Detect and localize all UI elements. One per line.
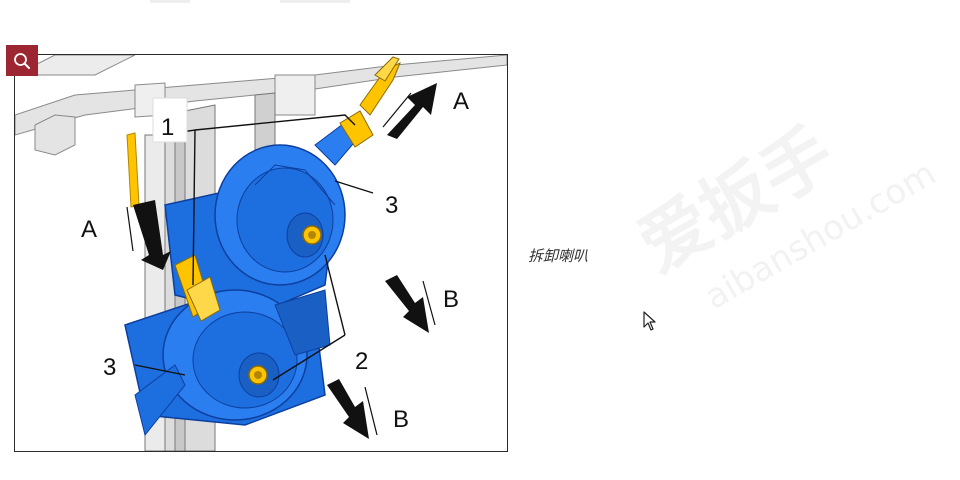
zoom-button[interactable] xyxy=(6,45,38,76)
callout-3-upper: 3 xyxy=(385,192,398,219)
arrow-b-upper xyxy=(385,275,436,333)
watermark-main: 爱扳手 xyxy=(625,112,848,288)
watermark-sub: aibanshou.com xyxy=(698,153,943,310)
lower-horn xyxy=(124,254,331,437)
label-a-upper: A xyxy=(453,88,469,115)
arrow-cursor-icon xyxy=(643,311,657,336)
figure-caption: 拆卸喇叭 xyxy=(528,247,589,265)
label-b-lower: B xyxy=(393,406,409,433)
callout-1: 1 xyxy=(161,114,174,141)
label-a-left: A xyxy=(81,216,97,243)
left-yellow-pipe xyxy=(126,132,140,208)
arrow-b-lower xyxy=(327,379,378,439)
callout-1-box xyxy=(152,97,188,143)
top-ghost-2 xyxy=(280,0,350,3)
horn-removal-illustration: 1 3 2 3 A A B B xyxy=(14,54,508,452)
arrow-a-upper xyxy=(382,83,437,139)
callout-3-lower: 3 xyxy=(103,354,116,381)
label-b-upper: B xyxy=(443,286,459,313)
callout-2: 2 xyxy=(355,348,368,375)
magnifier-icon xyxy=(14,52,30,69)
watermark: 爱扳手 aibanshou.com xyxy=(600,60,960,318)
top-ghost-1 xyxy=(150,0,190,3)
arrow-a-left xyxy=(126,200,171,270)
